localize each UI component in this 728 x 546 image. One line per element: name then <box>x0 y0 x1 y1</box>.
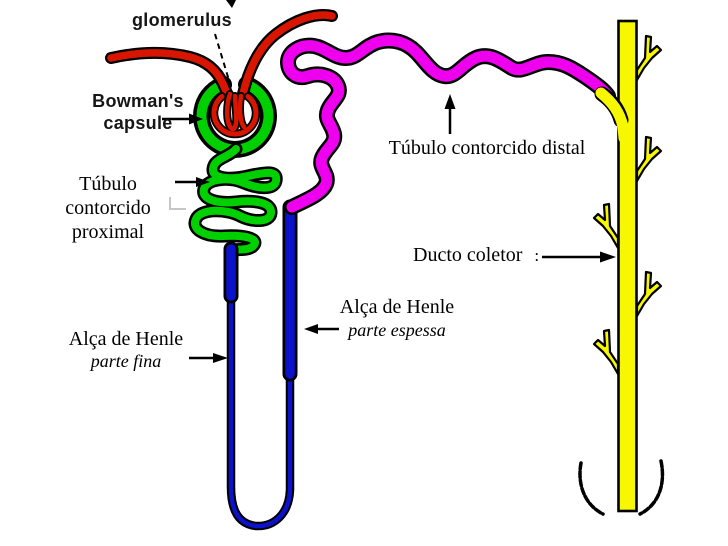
henle-thin <box>228 292 293 529</box>
henle-fina-label: Alça de Henle parte fina <box>60 328 192 372</box>
duct-branch-right-3 <box>635 270 663 318</box>
ducto-coletor-label-text: Ducto coletor <box>413 244 523 266</box>
bowmans-arrow-head <box>189 113 203 125</box>
henle-fina-label-line1: Alça de Henle <box>68 328 184 350</box>
henle-espessa-label-line2: parte espessa <box>348 320 446 340</box>
glomerulus-loop2 <box>237 93 247 130</box>
fina-arrow-head <box>213 353 228 363</box>
collecting-duct-trunk <box>617 19 638 513</box>
glomerulus-outer <box>211 94 259 137</box>
distal-arrow-head <box>444 94 456 109</box>
afferent-arteriole <box>107 49 231 97</box>
espessa-arrow-head <box>304 324 318 334</box>
calyx-curve-right <box>638 459 665 516</box>
distal-tubule-structure <box>280 32 616 215</box>
top-edge-mark <box>226 0 236 8</box>
duct-branch-left-1 <box>592 202 620 250</box>
proximal-arrow-head <box>196 177 210 187</box>
proximal-tubule-label-line1: Túbulo <box>79 173 137 195</box>
ducto-arrow-head <box>600 251 616 263</box>
henle-loop-thin-structure <box>226 290 295 531</box>
glomerulus-loop1 <box>224 91 239 132</box>
bowmans-capsule-label-line2: capsule <box>103 113 173 133</box>
collecting-duct-structure <box>578 19 665 516</box>
proximal-tubule-structure <box>188 142 283 257</box>
distal-tubule <box>282 34 614 213</box>
glomerulus-structure <box>209 90 261 139</box>
bowmans-capsule-label: Bowman's capsule <box>88 90 188 134</box>
henle-espessa-label-line1: Alça de Henle <box>339 296 455 318</box>
duct-junction <box>595 87 630 144</box>
duct-branch-left-2 <box>592 328 620 376</box>
calyx-curve-left <box>578 461 605 516</box>
proximal-tubule-label: Túbulo contorcido proximal <box>56 172 160 244</box>
arterioles <box>105 9 338 100</box>
proximal-tubule <box>190 145 281 254</box>
proximal-tubule-label-line2: contorcido <box>65 197 151 219</box>
henle-espessa-label: Alça de Henle parte espessa <box>330 296 464 342</box>
duct-branch-right-1 <box>635 34 663 82</box>
glomerulus-label: glomerulus <box>131 10 232 30</box>
ducto-coletor-punct: : <box>534 246 540 265</box>
ducto-coletor-label: Ducto coletor : <box>413 243 543 268</box>
pointer-arrows <box>162 94 616 363</box>
efferent-arteriole <box>239 11 336 98</box>
henle-thin-outline <box>226 290 295 531</box>
bowmans-capsule-label-line1: Bowman's <box>92 91 184 111</box>
henle-fina-label-line2: parte fina <box>90 351 162 371</box>
henle-loop-thick-structure <box>223 199 298 382</box>
distal-tubule-label: Túbulo contorcido distal <box>388 137 586 159</box>
proximal-tubule-label-line3: proximal <box>71 221 145 243</box>
duct-branch-right-2 <box>635 135 663 183</box>
corner-mark <box>169 197 186 210</box>
